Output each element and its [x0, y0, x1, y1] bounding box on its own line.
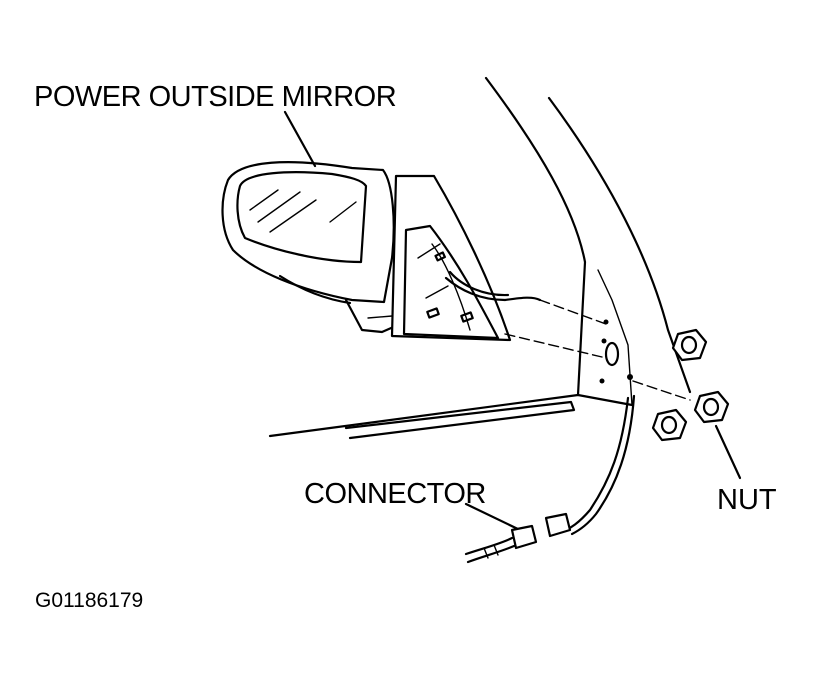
connector-harness: [464, 394, 636, 564]
connector-label: CONNECTOR: [304, 478, 486, 510]
nut-right: [693, 390, 730, 424]
nut-bottom-left: [651, 408, 688, 442]
mirror-head: [221, 161, 400, 334]
mirror-wiring: [444, 270, 691, 401]
door-frame: [268, 76, 692, 440]
nut-label: NUT: [717, 484, 777, 516]
mounting-holes: [599, 319, 633, 384]
leader-lines: [283, 110, 742, 532]
nut-top: [671, 328, 708, 362]
mirror-base: [390, 174, 512, 342]
figure-code: G01186179: [35, 589, 144, 612]
mirror-label: POWER OUTSIDE MIRROR: [34, 81, 397, 113]
